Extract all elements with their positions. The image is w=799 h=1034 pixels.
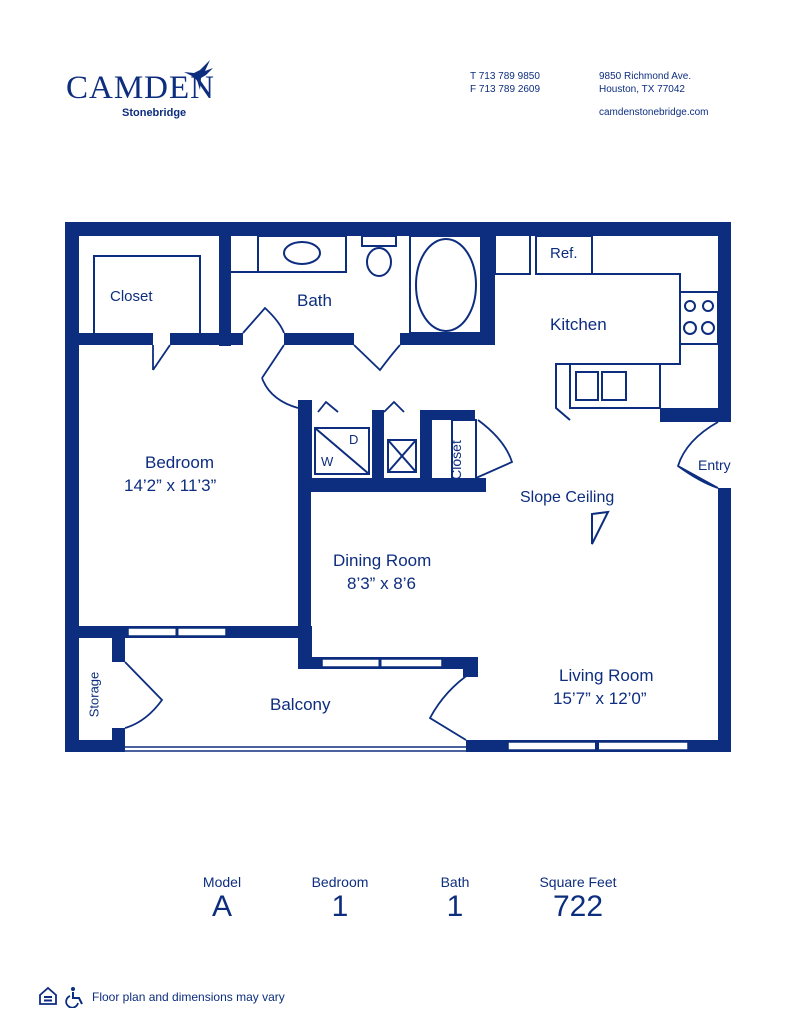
dryer-label: D bbox=[349, 432, 359, 447]
entry-label: Entry bbox=[698, 457, 731, 473]
storage-label: Storage bbox=[86, 671, 102, 718]
phone-number: T 713 789 9850 bbox=[470, 71, 540, 82]
stat-sqft-value: 722 bbox=[552, 890, 604, 923]
wall-storage-bottom bbox=[112, 728, 125, 752]
doors bbox=[124, 306, 719, 741]
water-heater bbox=[387, 439, 417, 473]
wall-laundry-divider bbox=[372, 410, 384, 480]
bedroom-label: Bedroom bbox=[145, 453, 214, 472]
wall-kitchen-bottom bbox=[660, 408, 731, 422]
living-dims: 15’7” x 12’0” bbox=[553, 689, 647, 708]
stat-model-value: A bbox=[211, 890, 232, 923]
living-label: Living Room bbox=[559, 666, 654, 685]
slope-ceiling-label: Slope Ceiling bbox=[520, 489, 615, 506]
wall-storage-top bbox=[112, 638, 125, 662]
vanity bbox=[257, 235, 347, 273]
wall-left bbox=[65, 222, 79, 752]
wall-closet-top bbox=[420, 410, 475, 420]
tub bbox=[409, 235, 482, 334]
toilet-bowl bbox=[366, 247, 392, 277]
wall-closet-bottom-right bbox=[170, 333, 231, 345]
wall-top bbox=[65, 222, 731, 236]
phone-block: T 713 789 9850 F 713 789 2609 bbox=[470, 70, 540, 96]
wall-laundry-bottom bbox=[298, 478, 486, 492]
wall-right-upper bbox=[718, 222, 731, 422]
wall-closet-bath bbox=[219, 222, 231, 346]
balcony-label: Balcony bbox=[270, 695, 331, 714]
windows bbox=[127, 627, 689, 751]
stat-bedroom-label: Bedroom bbox=[311, 874, 369, 890]
address-block: 9850 Richmond Ave. Houston, TX 77042 bbox=[599, 70, 691, 96]
community-name: Stonebridge bbox=[122, 107, 187, 119]
equal-housing-icon bbox=[39, 986, 57, 1005]
bedroom-dims: 14’2” x 11’3” bbox=[124, 476, 217, 495]
wall-closet-left bbox=[420, 410, 432, 480]
fax-number: F 713 789 2609 bbox=[470, 84, 541, 95]
website-link[interactable]: camdenstonebridge.com bbox=[599, 107, 709, 118]
wall-bottom-storage bbox=[65, 740, 125, 752]
bath-label: Bath bbox=[297, 291, 332, 310]
wall-dining-bottom-right bbox=[463, 657, 478, 677]
wall-bath-bottom-right bbox=[400, 333, 495, 345]
wall-laundry-left bbox=[298, 400, 312, 490]
sink-left bbox=[575, 371, 599, 401]
closet-bedroom-label: Closet bbox=[110, 288, 153, 305]
wall-right-lower bbox=[718, 488, 731, 752]
stove bbox=[679, 291, 719, 345]
closet-hall-label: Closet bbox=[447, 440, 464, 480]
kitchen-label: Kitchen bbox=[550, 315, 607, 334]
toilet-tank bbox=[361, 235, 397, 247]
dining-label: Dining Room bbox=[333, 551, 432, 570]
wall-bath-bottom-mid bbox=[284, 333, 354, 345]
wall-bath-corner bbox=[231, 333, 243, 345]
washer-dryer bbox=[314, 427, 370, 475]
stat-bedroom-value: 1 bbox=[331, 890, 349, 923]
sink-right bbox=[601, 371, 627, 401]
stat-sqft-label: Square Feet bbox=[539, 874, 617, 890]
closet-shelf bbox=[93, 255, 201, 333]
slope-marker bbox=[591, 510, 610, 545]
ref-label: Ref. bbox=[550, 245, 578, 262]
sink bbox=[283, 241, 321, 265]
kitchen-cabinet bbox=[494, 236, 531, 275]
address-line1: 9850 Richmond Ave. bbox=[599, 71, 692, 82]
hall-closet bbox=[451, 419, 477, 481]
kitchen-island bbox=[569, 363, 661, 409]
wall-bath-kitchen bbox=[481, 222, 495, 345]
disclaimer-text: Floor plan and dimensions may vary bbox=[92, 990, 285, 1004]
hummingbird-icon bbox=[184, 60, 213, 90]
address-line2: Houston, TX 77042 bbox=[599, 84, 685, 95]
balcony-railing bbox=[125, 746, 466, 752]
stat-bath-label: Bath bbox=[440, 874, 470, 890]
kitchen-counter bbox=[555, 236, 681, 421]
brand-logo-text: CAMDEN bbox=[66, 70, 216, 106]
wheelchair-icon bbox=[65, 987, 83, 1008]
stat-model-label: Model bbox=[202, 874, 242, 890]
dining-dims: 8’3” x 8’6 bbox=[347, 574, 416, 593]
washer-label: W bbox=[321, 454, 334, 469]
wall-closet-bottom-left bbox=[65, 333, 153, 345]
stat-bath-value: 1 bbox=[446, 890, 464, 923]
